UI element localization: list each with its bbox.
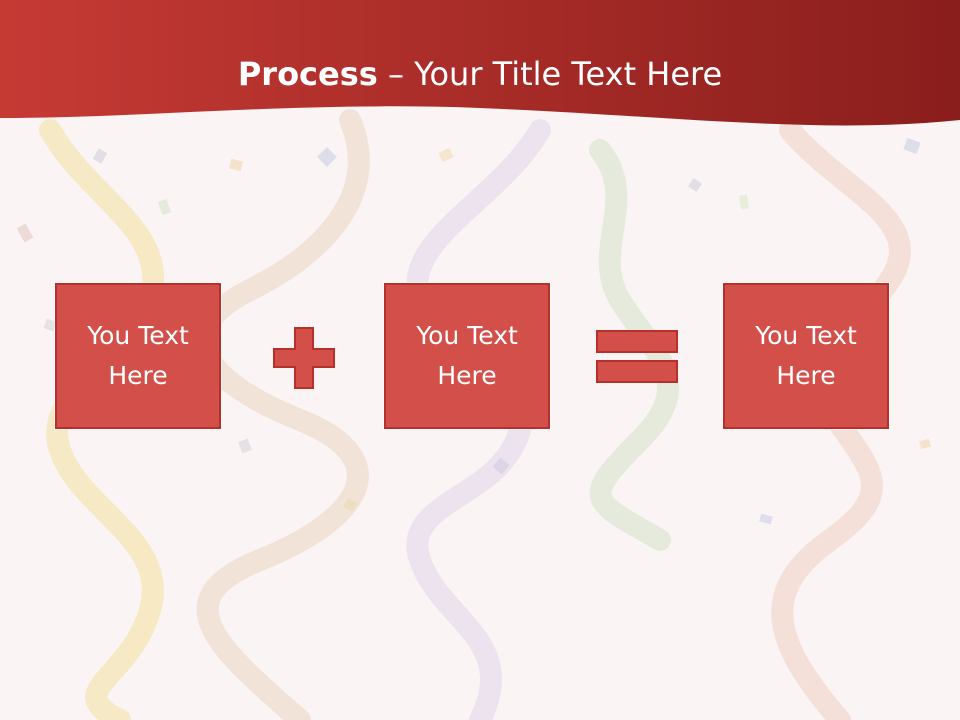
equals-icon [596, 330, 678, 383]
title-rest: – Your Title Text Here [377, 55, 723, 93]
header-wave-banner [0, 0, 960, 126]
process-box-3[interactable]: You Text Here [723, 283, 889, 429]
process-box-2[interactable]: You Text Here [384, 283, 550, 429]
process-box-1[interactable]: You Text Here [55, 283, 221, 429]
process-box-3-text: You Text Here [755, 321, 857, 390]
process-box-1-text: You Text Here [87, 321, 189, 390]
process-box-2-text: You Text Here [416, 321, 518, 390]
plus-icon [273, 327, 335, 389]
slide-title: Process – Your Title Text Here [0, 52, 960, 96]
title-bold: Process [237, 55, 378, 93]
